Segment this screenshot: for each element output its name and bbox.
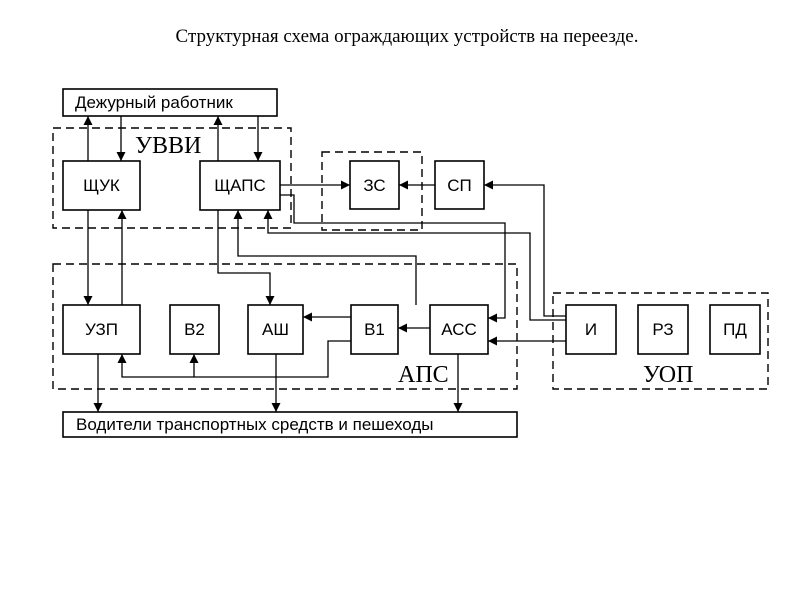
link-shchaps-to-ass — [280, 194, 506, 323]
svg-text:И: И — [585, 320, 597, 339]
svg-text:Водители транспортных средств: Водители транспортных средств и пешеходы — [76, 415, 434, 434]
link-v1-to-uzp — [117, 340, 351, 378]
svg-text:ЩАПС: ЩАПС — [214, 176, 266, 195]
svg-text:АШ: АШ — [262, 320, 289, 339]
svg-text:УЗП: УЗП — [85, 320, 118, 339]
block-sp: СП — [434, 160, 485, 210]
block-ash: АШ — [247, 304, 304, 355]
uvvi-group-frame — [52, 127, 292, 229]
diagram-title: Структурная схема ограждающих устройств … — [176, 26, 639, 47]
block-shchuk: ЩУК — [62, 160, 141, 211]
block-pd: ПД — [709, 304, 761, 355]
svg-text:Дежурный работник: Дежурный работник — [75, 93, 233, 112]
block-v1: В1 — [350, 304, 399, 355]
link-shchaps-to-ash — [217, 210, 275, 305]
svg-text:В1: В1 — [364, 320, 385, 339]
svg-text:ЩУК: ЩУК — [83, 176, 120, 195]
block-duty-worker: Дежурный работник — [62, 88, 278, 117]
svg-text:ЗС: ЗС — [363, 176, 385, 195]
svg-text:СП: СП — [447, 176, 472, 195]
block-i: И — [565, 304, 617, 355]
block-uzp: УЗП — [62, 304, 141, 355]
block-ass: АСС — [429, 304, 489, 355]
svg-text:В2: В2 — [184, 320, 205, 339]
block-rz: РЗ — [637, 304, 689, 355]
svg-text:ПД: ПД — [723, 320, 747, 339]
block-v2: В2 — [169, 304, 220, 355]
link-i-to-shchaps — [263, 210, 566, 321]
block-zs: ЗС — [349, 160, 400, 210]
link-ass-to-shchaps — [233, 210, 417, 305]
svg-text:РЗ: РЗ — [652, 320, 673, 339]
zs-sp-group-frame — [321, 151, 423, 231]
block-drivers: Водители транспортных средств и пешеходы — [62, 411, 518, 438]
uvvi-group-label: УВВИ — [135, 133, 201, 159]
uop-group-label: УОП — [643, 362, 693, 388]
link-i-to-sp — [484, 180, 566, 317]
block-shchaps: ЩАПС — [199, 160, 281, 211]
svg-text:АСС: АСС — [441, 320, 477, 339]
aps-group-frame — [52, 263, 518, 390]
aps-group-label: АПС — [398, 362, 449, 388]
